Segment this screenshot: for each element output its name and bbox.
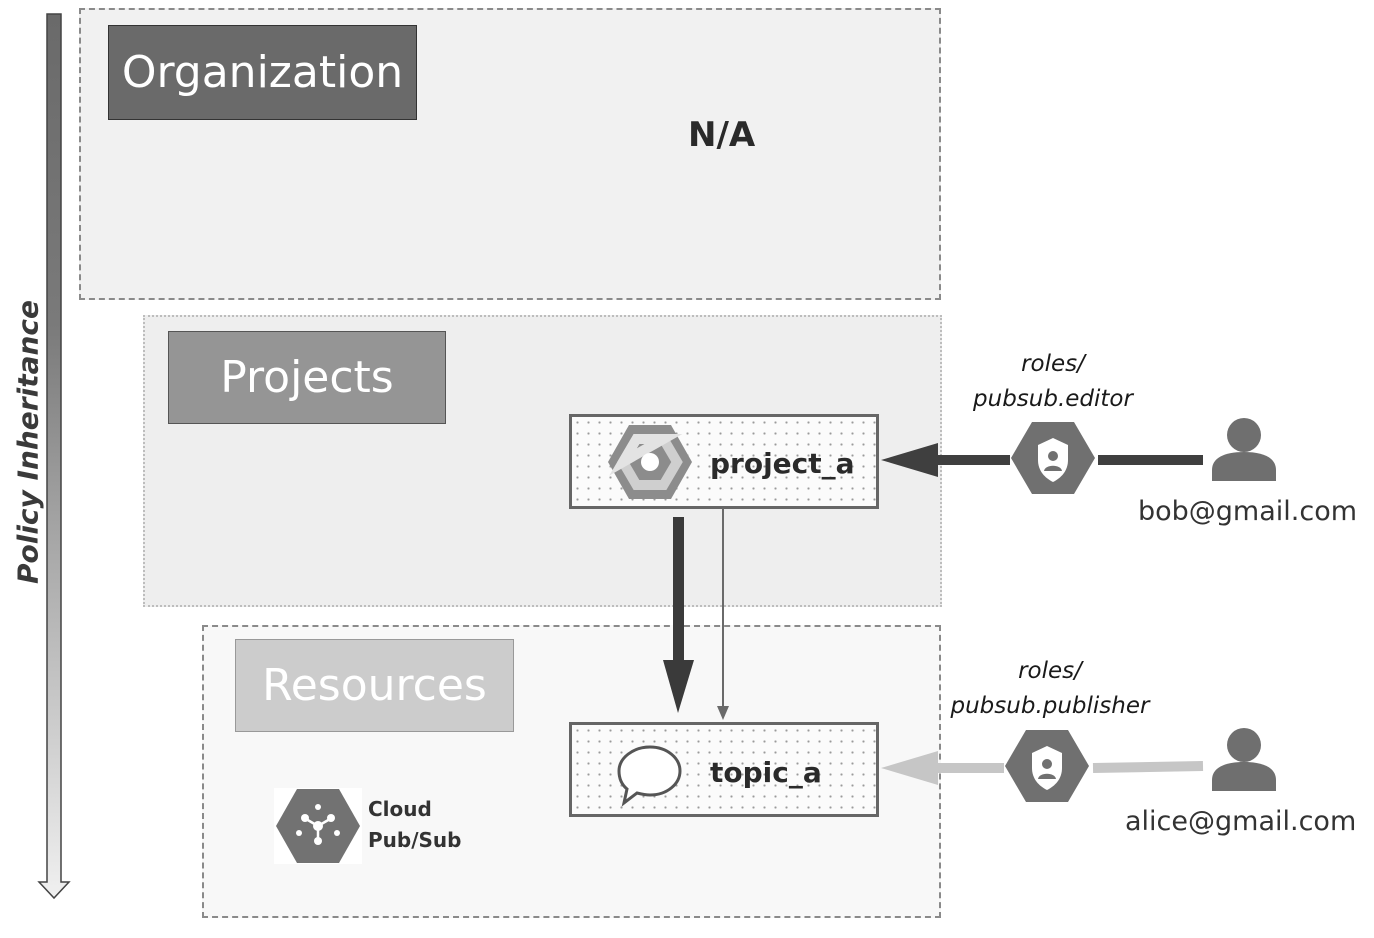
- alice-email: alice@gmail.com: [1125, 806, 1357, 837]
- bob-email: bob@gmail.com: [1138, 496, 1358, 527]
- speech-bubble-icon: [617, 745, 682, 807]
- organization-label: Organization: [108, 25, 417, 120]
- editor-role-line2: pubsub.editor: [973, 386, 1133, 412]
- topic-node-label: topic_a: [710, 756, 822, 789]
- iam-shield-icon: [1005, 730, 1089, 802]
- publisher-binding-arrow: [881, 751, 1204, 785]
- resources-label: Resources: [235, 639, 514, 732]
- iam-shield-icon: [1011, 422, 1095, 494]
- service-label-line2: Pub/Sub: [368, 828, 462, 852]
- service-label-line1: Cloud: [368, 797, 432, 821]
- editor-role-label: roles/ pubsub.editor: [973, 347, 1133, 417]
- editor-binding-arrow: [881, 443, 1203, 477]
- publisher-role-line2: pubsub.publisher: [950, 693, 1150, 719]
- policy-inheritance-arrow: [37, 13, 71, 900]
- projects-label: Projects: [168, 331, 446, 424]
- resource-manager-icon: [608, 425, 692, 499]
- organization-note: N/A: [688, 115, 756, 155]
- publisher-role-line1: roles/: [1018, 658, 1082, 684]
- service-label: Cloud Pub/Sub: [368, 794, 461, 856]
- user-icon: [1212, 418, 1276, 481]
- pubsub-icon: [274, 788, 362, 864]
- project-node: project_a: [569, 414, 879, 509]
- thin-inheritance-arrow: [717, 508, 729, 720]
- editor-role-line1: roles/: [1021, 351, 1085, 377]
- thick-inheritance-arrow: [663, 517, 694, 713]
- publisher-role-label: roles/ pubsub.publisher: [951, 654, 1150, 724]
- project-node-label: project_a: [710, 447, 855, 480]
- user-icon: [1212, 728, 1276, 791]
